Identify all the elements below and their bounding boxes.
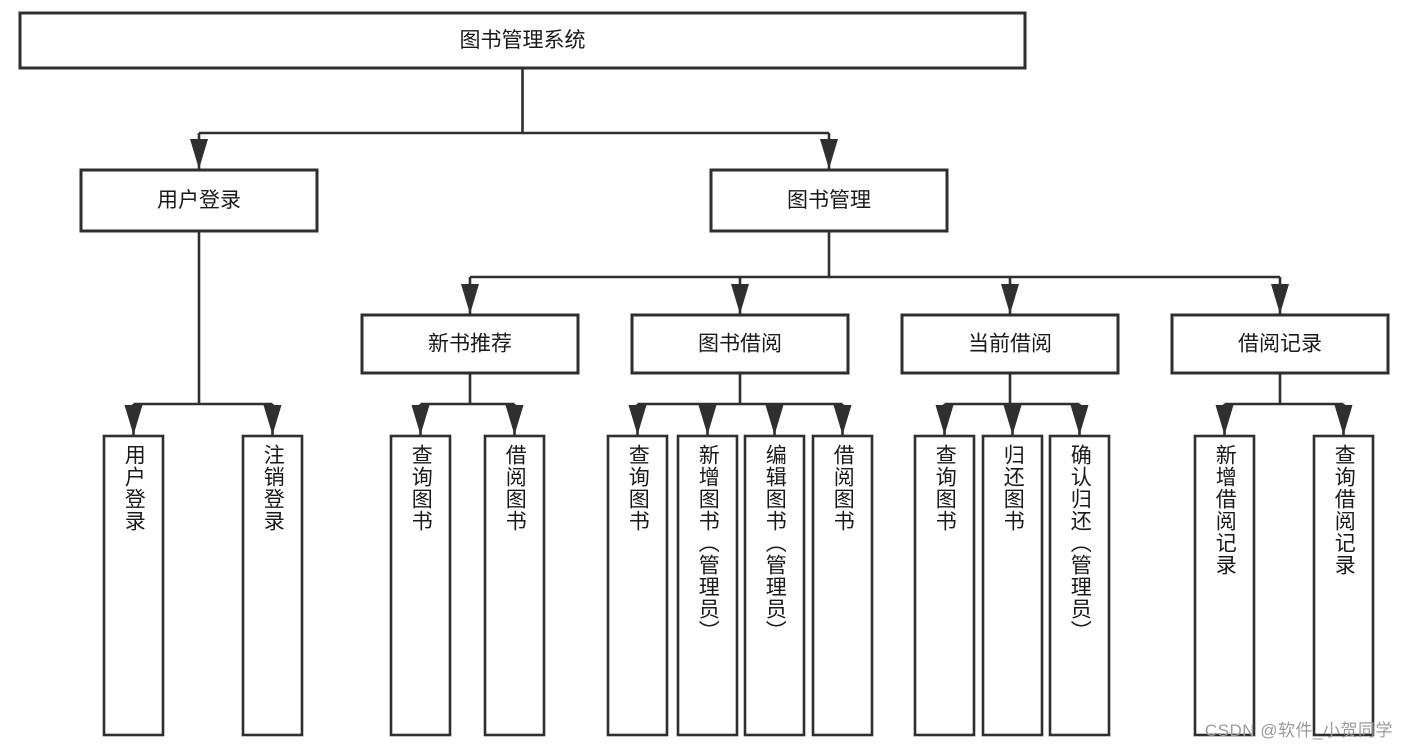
arrow-head-icon-new-book-recommend [461, 284, 479, 314]
node-box-leaf-borrow-book-2[interactable] [811, 434, 874, 737]
arrow-head-icon-leaf-query-book-1 [411, 405, 430, 435]
node-box-leaf-add-record[interactable] [1193, 434, 1256, 737]
edges-layer [124, 68, 1353, 435]
node-label-borrow-record: 借阅记录 [1238, 333, 1322, 356]
node-box-book-manage[interactable] [709, 168, 949, 233]
arrow-head-icon-leaf-borrow-book-2 [833, 405, 852, 435]
arrow-head-icon-leaf-borrow-book-1 [505, 405, 524, 435]
node-box-current-borrow[interactable] [900, 313, 1120, 375]
arrow-head-icon-current-borrow [1001, 284, 1019, 314]
node-box-leaf-logout[interactable] [241, 434, 304, 737]
node-box-leaf-borrow-book-1[interactable] [483, 434, 546, 737]
node-label-user-login: 用户登录 [157, 189, 241, 212]
arrow-head-icon-leaf-logout [263, 405, 282, 435]
arrow-head-icon-user-login [190, 139, 208, 169]
node-label-book-manage: 图书管理 [787, 189, 871, 212]
arrow-head-icon-leaf-query-record [1334, 405, 1353, 435]
arrow-head-icon-leaf-add-record [1215, 405, 1234, 435]
arrow-head-icon-leaf-return-book [1003, 405, 1022, 435]
node-box-new-book-recommend[interactable] [360, 313, 580, 375]
node-label-root: 图书管理系统 [460, 29, 586, 52]
arrow-head-icon-book-borrow [731, 284, 749, 314]
arrow-head-icon-leaf-add-book [698, 405, 717, 435]
arrow-head-icon-leaf-query-book-3 [935, 405, 954, 435]
arrow-head-icon-book-manage [820, 139, 838, 169]
node-box-leaf-confirm-return[interactable] [1048, 434, 1111, 737]
node-box-book-borrow[interactable] [630, 313, 850, 375]
arrow-head-icon-borrow-record [1271, 284, 1289, 314]
arrow-head-icon-leaf-edit-book [765, 405, 784, 435]
arrow-head-icon-leaf-user-login [124, 405, 143, 435]
node-box-user-login[interactable] [79, 168, 319, 233]
node-box-leaf-return-book[interactable] [981, 434, 1044, 737]
node-box-leaf-edit-book[interactable] [743, 434, 806, 737]
node-label-new-book-recommend: 新书推荐 [428, 333, 512, 356]
node-label-book-borrow: 图书借阅 [698, 333, 782, 356]
node-box-leaf-user-login[interactable] [102, 434, 165, 737]
node-box-root[interactable] [18, 11, 1027, 70]
node-box-leaf-add-book[interactable] [676, 434, 739, 737]
node-box-borrow-record[interactable] [1170, 313, 1390, 375]
node-box-leaf-query-book-1[interactable] [389, 434, 452, 737]
arrow-head-icon-leaf-query-book-2 [628, 405, 647, 435]
node-box-leaf-query-book-2[interactable] [606, 434, 669, 737]
watermark: CSDN @软件_小贺同学 [1204, 721, 1393, 740]
node-box-leaf-query-record[interactable] [1312, 434, 1375, 737]
node-label-current-borrow: 当前借阅 [968, 333, 1052, 356]
arrow-head-icon-leaf-confirm-return [1070, 405, 1089, 435]
node-box-leaf-query-book-3[interactable] [913, 434, 976, 737]
